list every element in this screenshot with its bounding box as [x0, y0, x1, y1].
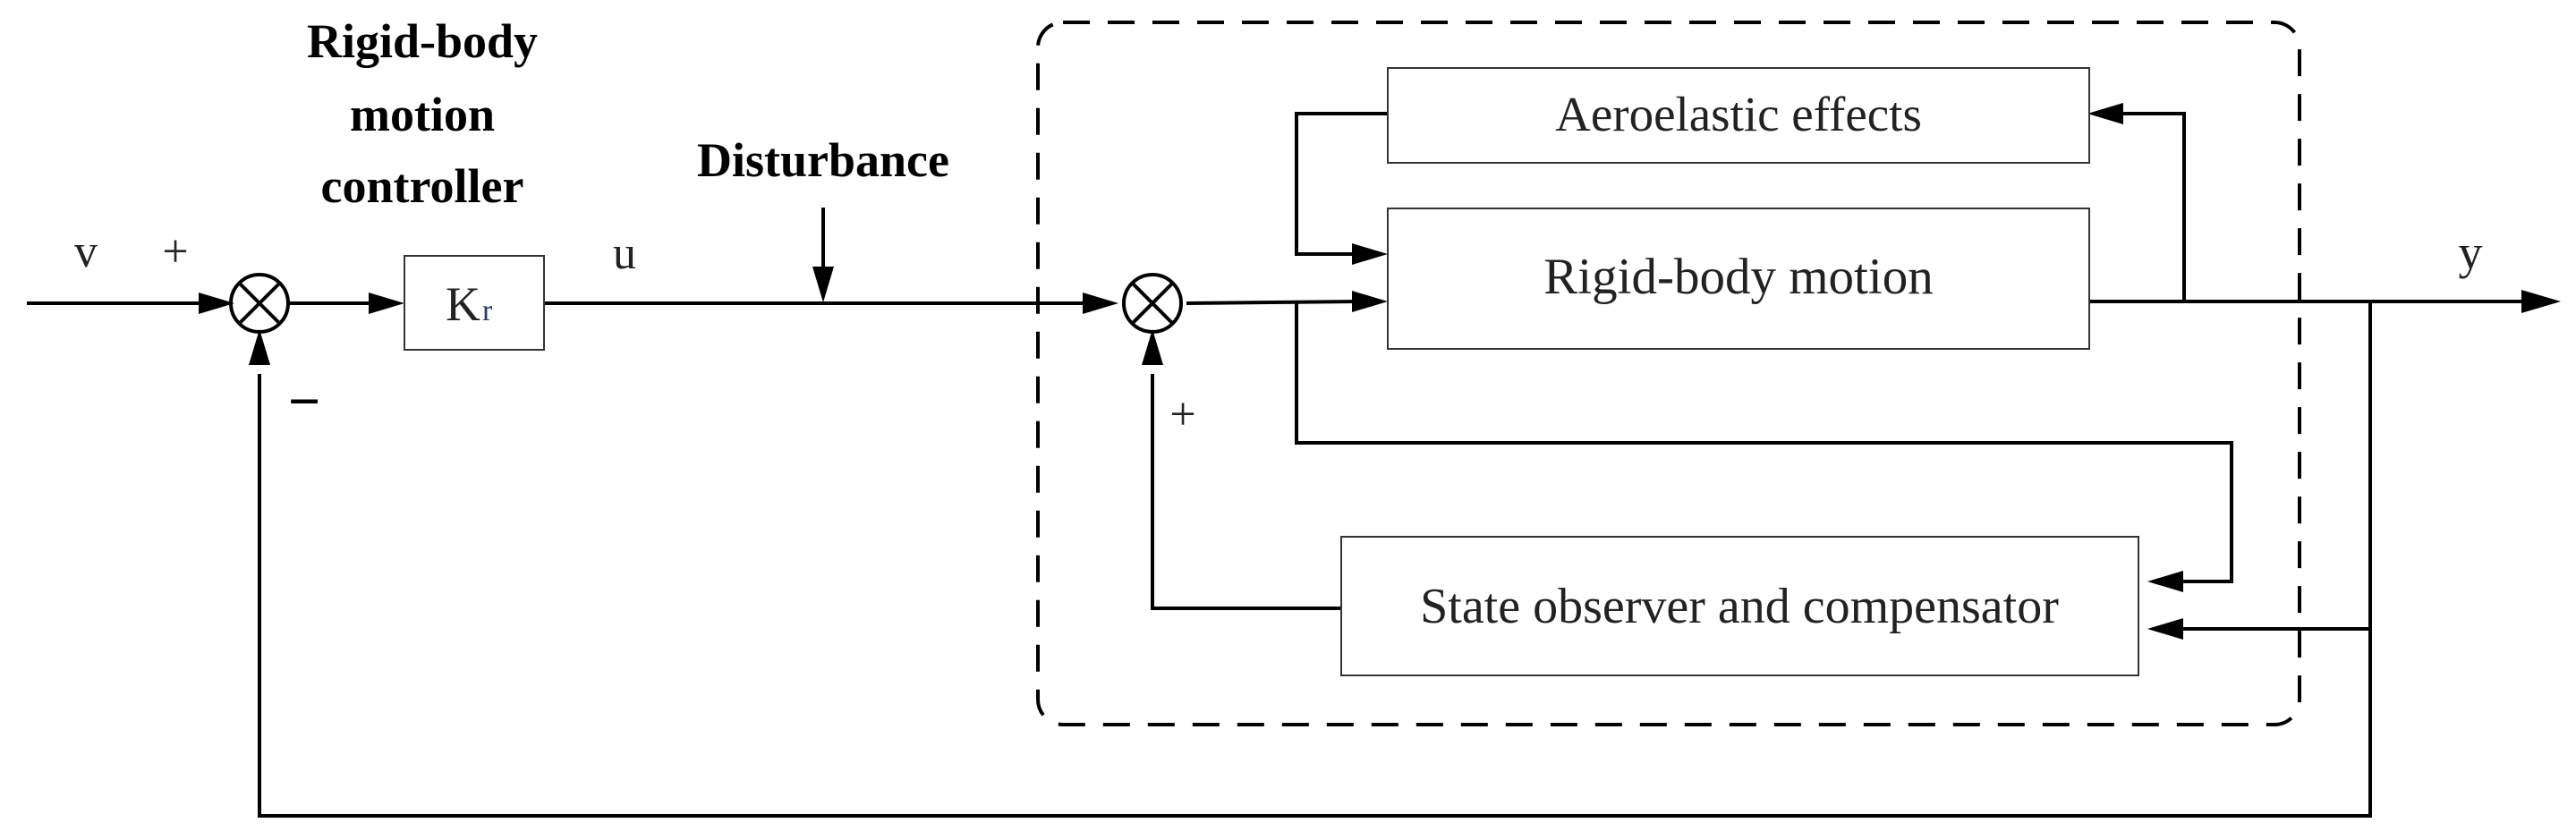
feedback-line: [258, 301, 2372, 818]
disturbance-label: Disturbance: [697, 133, 949, 187]
summing-junction-2: [1122, 273, 1183, 334]
arrowhead-observer-input-lower: [2147, 618, 2183, 640]
arrowhead-disturbance: [812, 267, 834, 302]
observer-to-sum2-line: [1151, 374, 1341, 610]
sum1-minus-sign: −: [288, 369, 320, 433]
arrowhead-sum2-feedback: [1142, 329, 1163, 365]
state-observer-label: State observer and compensator: [1420, 579, 2059, 634]
control-label-u: u: [613, 228, 636, 279]
gain-label: Kr: [446, 277, 493, 331]
aeroelastic-effects-block: [1387, 67, 2090, 164]
arrowhead-output: [2521, 290, 2561, 313]
aeroelastic-effects-label: Aeroelastic effects: [1555, 87, 1922, 141]
aeroelastic-to-rigid-line: [1295, 112, 1388, 256]
arrowhead-sum1-feedback: [249, 329, 270, 365]
arrowhead-rigid-aero-input: [1352, 243, 1388, 265]
arrowhead-sum2-input: [1083, 293, 1118, 314]
arrowhead-sum1-input: [199, 293, 234, 314]
input-to-observer-line: [1295, 303, 2233, 583]
state-observer-block: [1340, 536, 2139, 676]
gain-block: [404, 255, 545, 351]
output-to-aeroelastic-line: [2113, 112, 2186, 301]
sum1-plus-sign: +: [162, 226, 188, 277]
sum2-plus-sign: +: [1169, 389, 1195, 440]
controller-title-line2: motion: [350, 88, 495, 141]
controller-title-line1: Rigid-body: [307, 14, 538, 68]
summing-junction-1: [229, 273, 290, 334]
arrowhead-gain-input: [369, 293, 404, 314]
arrowhead-observer-input-upper: [2147, 571, 2183, 592]
arrowhead-rigid-input: [1352, 291, 1388, 312]
rigid-body-motion-block: [1387, 208, 2090, 350]
controller-title-line3: controller: [321, 159, 524, 213]
rigid-body-motion-label: Rigid-body motion: [1543, 249, 1933, 305]
input-label-v: v: [74, 226, 98, 277]
dashed-plant-boundary: [1036, 21, 2301, 726]
arrowhead-aeroelastic-input: [2087, 103, 2123, 124]
output-label-y: y: [2459, 225, 2483, 279]
sum2-to-rigid-line: [1186, 300, 1361, 305]
